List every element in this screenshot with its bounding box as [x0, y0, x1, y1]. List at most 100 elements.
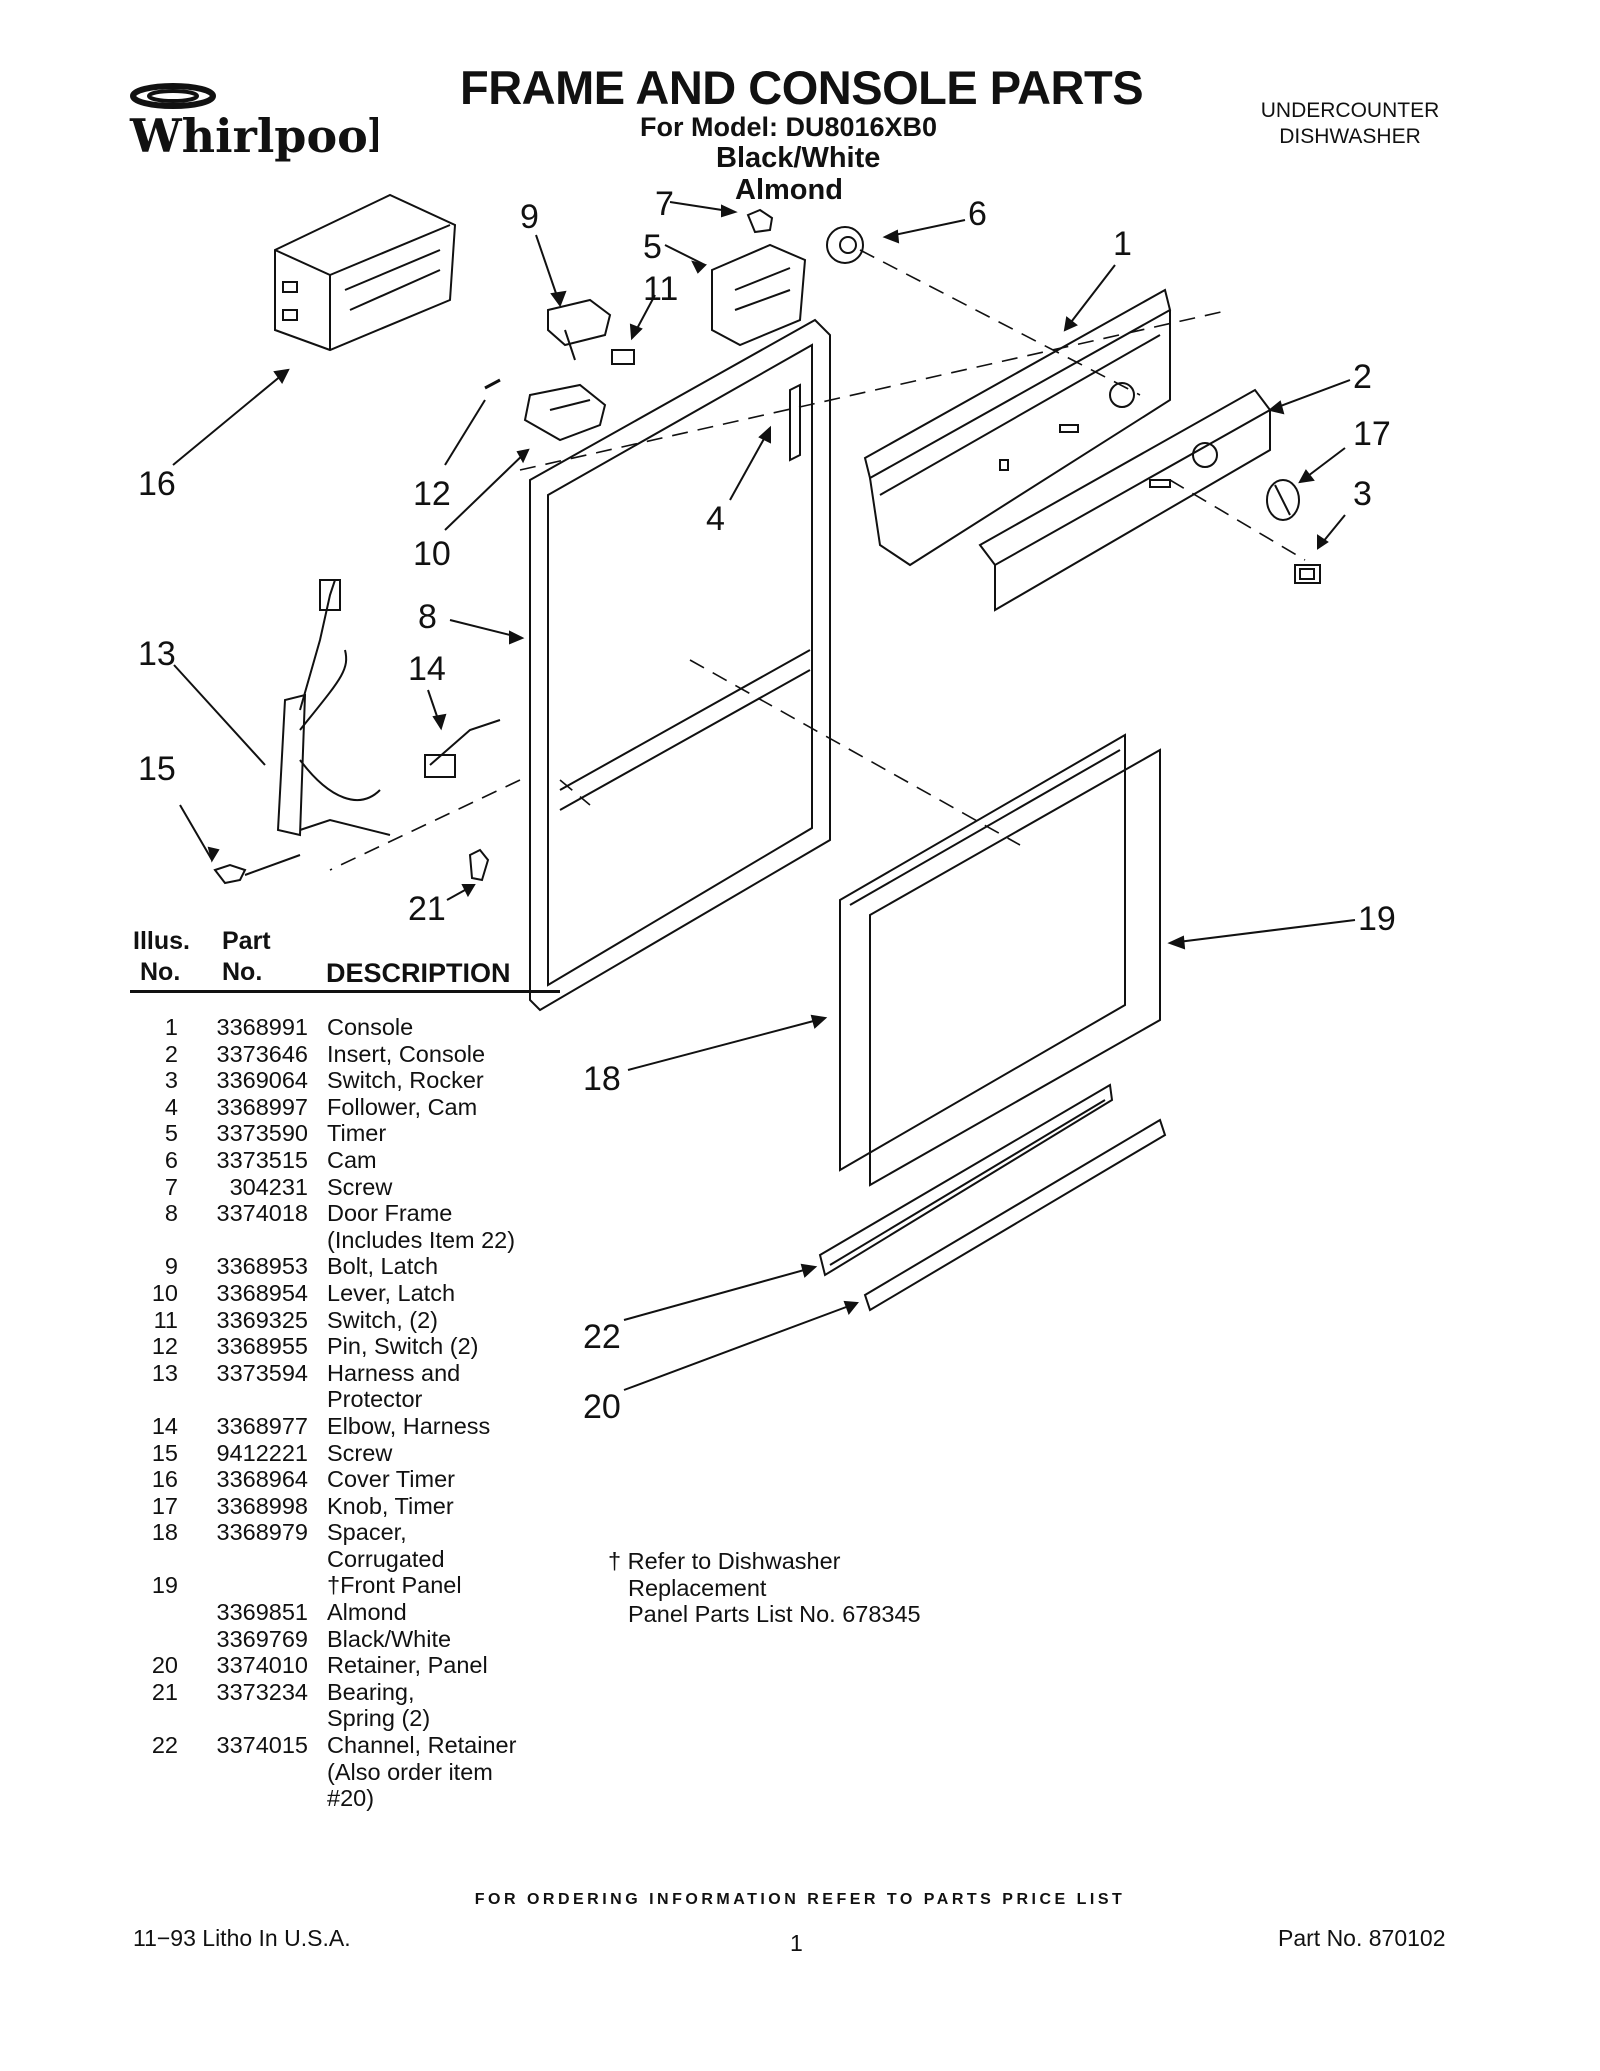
note-line-2: Replacement: [628, 1574, 767, 1601]
part-number: 3368991: [216, 1014, 309, 1040]
wire-harness-drawing: [213, 579, 501, 885]
part-number: 3369851: [216, 1599, 309, 1626]
part-description: Spring (2): [327, 1705, 431, 1732]
page-number: 1: [790, 1930, 803, 1956]
part-number: 3368954: [216, 1279, 309, 1306]
part-description: Cover Timer: [327, 1466, 455, 1493]
table-header-rule: [130, 990, 560, 993]
part-number: 3368977: [216, 1412, 309, 1439]
console-insert-drawing: [978, 388, 1272, 612]
part-description: Harness and: [327, 1359, 461, 1386]
illus-number: 19: [151, 1572, 178, 1599]
panel-retainer-drawing: [863, 1118, 1167, 1312]
callout-5: 5: [643, 228, 662, 266]
column-header-part: Part: [222, 927, 271, 955]
table-row: (Also order item: [130, 1759, 590, 1786]
illus-number: 4: [164, 1093, 178, 1120]
table-row: 3369769 Black/White: [130, 1626, 590, 1653]
column-header-description: DESCRIPTION: [326, 958, 511, 988]
illus-number: 14: [151, 1412, 178, 1439]
table-row: Spring (2): [130, 1705, 590, 1732]
appliance-type: UNDERCOUNTER DISHWASHER: [1220, 98, 1480, 150]
illus-number: 10: [151, 1279, 178, 1306]
callout-2: 2: [1353, 358, 1372, 396]
part-number: 3374015: [216, 1732, 309, 1759]
ordering-info: FOR ORDERING INFORMATION REFER TO PARTS …: [474, 1891, 1126, 1908]
table-row: #20): [130, 1785, 590, 1812]
part-description: Console: [327, 1014, 414, 1040]
part-description: Black/White: [327, 1625, 452, 1652]
part-number: 3368997: [216, 1093, 309, 1120]
model-number: For Model: DU8016XB0: [640, 112, 938, 142]
corrugated-spacer-drawing: [839, 733, 1126, 1172]
callout-11: 11: [643, 270, 678, 308]
part-number: 3369064: [216, 1067, 309, 1094]
illus-number: 16: [151, 1466, 178, 1493]
assembly-lines: [329, 249, 1306, 871]
part-description: Lever, Latch: [327, 1279, 456, 1306]
table-row: 3369851 Almond: [130, 1599, 590, 1626]
part-description: Switch, (2): [327, 1306, 438, 1333]
column-header-illus: Illus.: [133, 927, 190, 955]
whirlpool-logo: Whirlpool: [129, 83, 378, 163]
part-description: Almond: [327, 1599, 407, 1626]
table-row: 20 3374010 Retainer, Panel: [130, 1652, 590, 1679]
part-number: 3373646: [216, 1040, 309, 1067]
document-part-number: Part No. 870102: [1278, 1925, 1446, 1951]
callout-leaders: [172, 201, 1356, 1391]
table-row: 15 9412221 Screw: [130, 1440, 590, 1467]
part-number: 9412221: [216, 1439, 309, 1466]
part-number: 3374010: [216, 1652, 309, 1679]
part-description: Door Frame: [327, 1200, 453, 1227]
illus-number: 7: [164, 1173, 178, 1200]
illus-number: 13: [151, 1359, 178, 1386]
part-number: 3374018: [216, 1200, 309, 1227]
illus-number: 9: [164, 1253, 178, 1280]
illus-number: 22: [151, 1732, 178, 1759]
part-description: †Front Panel: [327, 1572, 462, 1599]
switch-pin-drawing: [484, 378, 501, 390]
part-description: Cam: [327, 1146, 377, 1173]
illus-number: 11: [153, 1306, 178, 1333]
part-description: Retainer, Panel: [327, 1652, 488, 1679]
part-description: Timer: [327, 1120, 387, 1147]
illus-number: 15: [151, 1439, 178, 1466]
part-number: 3369325: [216, 1306, 309, 1333]
part-description: Spacer,: [327, 1519, 407, 1546]
callout-7: 7: [655, 185, 674, 223]
part-description: Screw: [327, 1439, 393, 1466]
part-description: Corrugated: [327, 1545, 445, 1572]
part-description: (Also order item: [327, 1758, 493, 1785]
part-description: Knob, Timer: [327, 1492, 454, 1519]
callout-12: 12: [413, 475, 451, 513]
callout-13: 13: [138, 635, 176, 673]
part-number: 3373234: [216, 1678, 309, 1705]
part-description: Follower, Cam: [327, 1093, 478, 1120]
table-row: 10 3368954 Lever, Latch: [130, 1280, 590, 1307]
part-number: 3373515: [216, 1146, 309, 1173]
appliance-type-line-2: DISHWASHER: [1279, 125, 1421, 148]
spring-bearing-drawing: [468, 848, 490, 882]
callout-10: 10: [413, 535, 451, 573]
part-description: Screw: [327, 1173, 393, 1200]
appliance-type-line-1: UNDERCOUNTER: [1260, 99, 1440, 122]
callout-19: 19: [1358, 900, 1396, 938]
illus-number: 20: [151, 1652, 178, 1679]
column-header-illus-no: No.: [140, 958, 181, 986]
cover-timer-drawing: [274, 193, 457, 352]
callout-16: 16: [138, 465, 176, 503]
part-number: 3373590: [216, 1120, 309, 1147]
table-row: Protector: [130, 1386, 590, 1413]
callout-21: 21: [408, 890, 446, 928]
front-panel-drawing: [869, 748, 1161, 1187]
exploded-parts-diagram: 1 2 3 4 5 6 7 8 9 10 11 12 13 14 15 16 1…: [138, 185, 1396, 1426]
callout-22: 22: [583, 1318, 621, 1356]
part-description: #20): [327, 1785, 375, 1812]
table-row: 11 3369325 Switch, (2): [130, 1307, 590, 1334]
